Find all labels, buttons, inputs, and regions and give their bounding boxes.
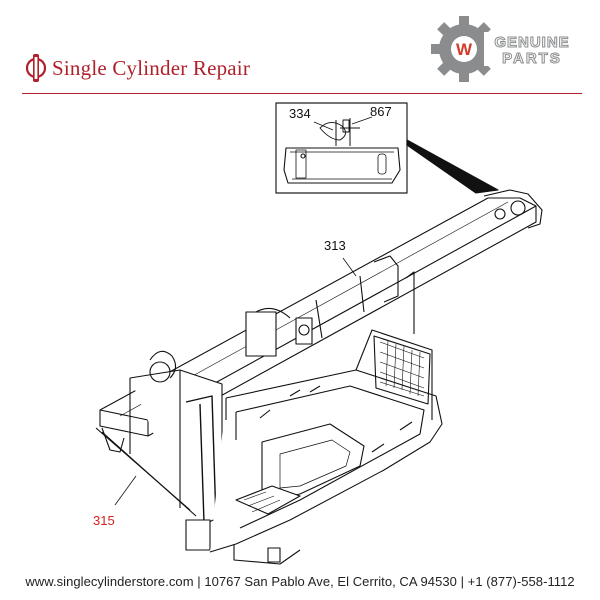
header-divider xyxy=(22,93,582,94)
footer-contact: www.singlecylinderstore.com | 10767 San … xyxy=(25,574,575,589)
mast-assembly xyxy=(95,350,223,551)
callout-867: 867 xyxy=(370,104,392,119)
badge-letter: W xyxy=(456,40,473,59)
badge-line1: GENUINE xyxy=(494,34,569,51)
brand-logo: Single Cylinder Repair xyxy=(26,52,250,84)
detail-inset xyxy=(275,102,408,194)
callout-315: 315 xyxy=(93,513,115,528)
genuine-parts-badge: W GENUINE PARTS xyxy=(431,16,580,82)
callout-334: 334 xyxy=(289,106,311,121)
chassis-frame xyxy=(209,329,443,565)
brand-name: Single Cylinder Repair xyxy=(52,55,251,80)
callout-313: 313 xyxy=(324,238,346,253)
badge-line2: PARTS xyxy=(502,50,562,67)
single-cylinder-logo-icon xyxy=(26,54,46,82)
